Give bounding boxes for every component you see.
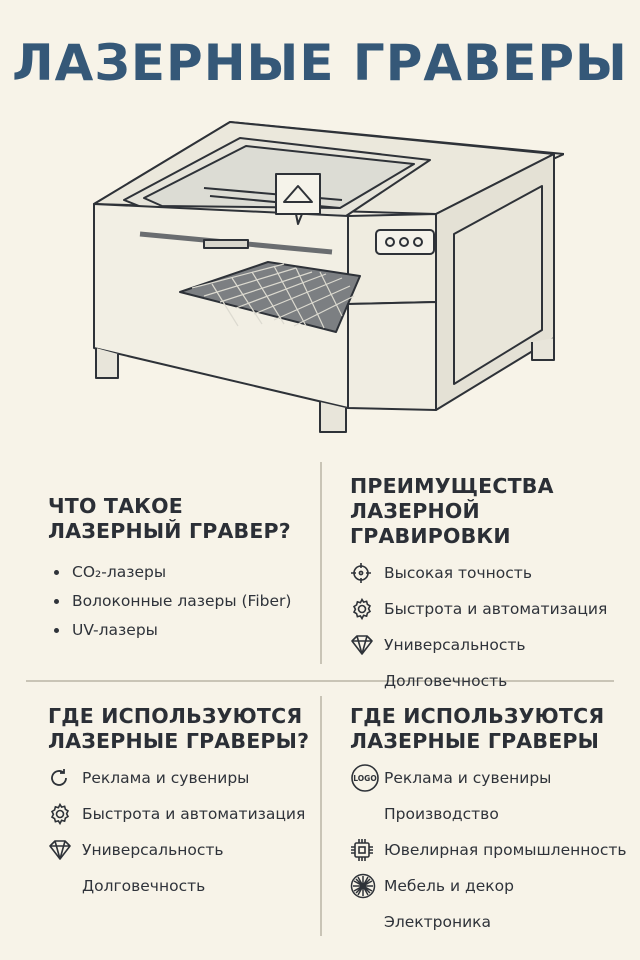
list-item: Универсальность [350, 627, 632, 663]
page-title: ЛАЗЕРНЫЕ ГРАВЕРЫ [12, 34, 628, 92]
gear-icon [48, 802, 82, 826]
section-uses-left: ГДЕ ИСПОЛЬЗУЮТСЯ ЛАЗЕРНЫЕ ГРАВЕРЫ? Рекла… [48, 704, 318, 904]
list-item: Высокая точность [350, 555, 632, 591]
section-what-is-title: ЧТО ТАКОЕ ЛАЗЕРНЫЙ ГРАВЕР? [48, 494, 291, 543]
bullet-dot [54, 599, 59, 604]
uses-left-list: Реклама и сувениры Быстрота и автоматиза… [48, 760, 318, 904]
section-advantages-title: ПРЕИМУЩЕСТВА ЛАЗЕРНОЙ ГРАВИРОВКИ [350, 474, 554, 548]
refresh-icon [48, 767, 82, 789]
logo-icon: LOGO [350, 763, 384, 793]
bullet-dot [54, 628, 59, 633]
list-item: Универсальность [48, 832, 318, 868]
advantages-list: Высокая точность Быстрота и автоматизаци… [350, 555, 632, 699]
laser-types-list: CO₂-лазеры Волоконные лазеры (Fiber) UV-… [48, 562, 308, 649]
horizontal-divider [26, 680, 614, 682]
list-item: Долговечность [82, 877, 206, 895]
chip-icon [350, 838, 384, 862]
list-item: Быстрота и автоматизация [48, 796, 318, 832]
section-advantages: ПРЕИМУЩЕСТВА ЛАЗЕРНОЙ ГРАВИРОВКИ Высокая… [350, 474, 632, 699]
section-uses-left-title: ГДЕ ИСПОЛЬЗУЮТСЯ ЛАЗЕРНЫЕ ГРАВЕРЫ? [48, 704, 310, 753]
list-item: LOGO Реклама и сувениры [350, 760, 632, 796]
section-what-is: ЧТО ТАКОЕ ЛАЗЕРНЫЙ ГРАВЕР? CO₂-лазеры Во… [48, 494, 308, 649]
uses-right-list: LOGO Реклама и сувениры Производство Юве… [350, 760, 632, 940]
diamond-icon [48, 839, 82, 861]
section-uses-right-title: ГДЕ ИСПОЛЬЗУЮТСЯ ЛАЗЕРНЫЕ ГРАВЕРЫ [350, 704, 605, 753]
list-item: Долговечность [384, 672, 508, 690]
diamond-icon [350, 634, 384, 656]
list-item: Производство [384, 805, 499, 823]
starburst-icon [350, 873, 384, 899]
logo-text: LOGO [353, 774, 376, 783]
crosshair-icon [350, 562, 384, 584]
list-item: Ювелирная промышленность [350, 832, 632, 868]
list-item: CO₂-лазеры [48, 562, 308, 591]
bullet-dot [54, 570, 59, 575]
section-uses-right: ГДЕ ИСПОЛЬЗУЮТСЯ ЛАЗЕРНЫЕ ГРАВЕРЫ LOGO Р… [350, 704, 632, 940]
list-item: Мебель и декор [350, 868, 632, 904]
vertical-divider-bottom [320, 696, 322, 936]
list-item: Волоконные лазеры (Fiber) [48, 591, 308, 620]
gear-icon [350, 597, 384, 621]
list-item: UV-лазеры [48, 620, 308, 649]
list-item: Электроника [384, 913, 492, 931]
list-item: Реклама и сувениры [48, 760, 318, 796]
vertical-divider-top [320, 462, 322, 664]
list-item: Быстрота и автоматизация [350, 591, 632, 627]
laser-engraver-illustration [93, 121, 564, 433]
